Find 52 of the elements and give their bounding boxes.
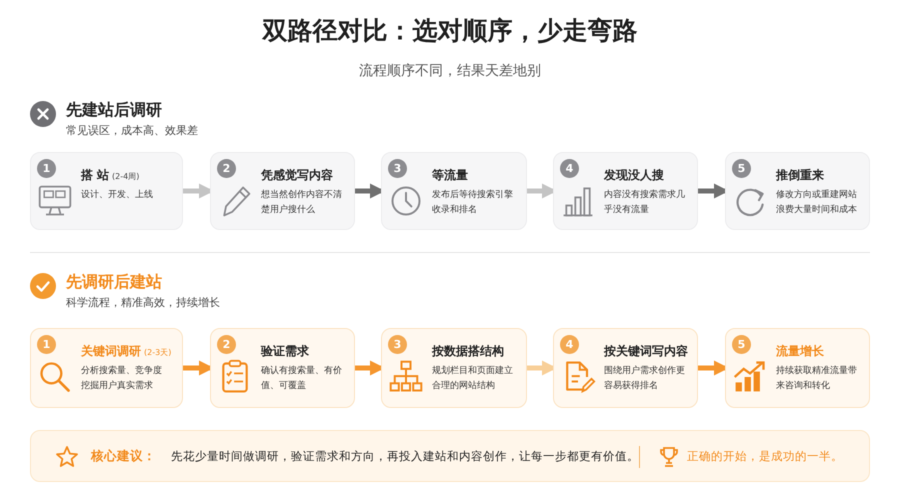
step-title: 发现没人搜 — [604, 167, 664, 184]
step-number: 2 — [217, 159, 236, 178]
step-number: 3 — [388, 335, 407, 354]
step-description: 围绕用户需求创作更容易获得排名 — [604, 364, 686, 394]
step-title: 推倒重来 — [776, 167, 824, 184]
step-title: 搭 站 — [81, 167, 110, 184]
advice-banner — [30, 430, 870, 482]
step-number: 1 — [37, 335, 56, 354]
step-title: 流量增长 — [776, 343, 824, 360]
step-card — [725, 328, 870, 408]
step-description: 规划栏目和页面建立合理的网站结构 — [432, 364, 514, 394]
step-description: 发布后等待搜索引擎收录和排名 — [432, 188, 514, 218]
step-description: 分析搜索量、竞争度挖掘用户真实需求 — [81, 364, 163, 394]
step-card — [381, 152, 527, 230]
step-title: 验证需求 — [261, 343, 309, 360]
duration-label: (2-4周) — [112, 171, 140, 182]
step-number: 4 — [560, 159, 579, 178]
step-title: 关键词调研 — [81, 343, 141, 360]
advice-text: 先花少量时间做调研，验证需求和方向，再投入建站和内容创作，让每一步都更有价值。 — [171, 449, 639, 464]
section-subtitle: 科学流程，精准高效，持续增长 — [66, 295, 220, 310]
advice-heading: 核心建议： — [91, 448, 156, 465]
section-heading: 先建站后调研 — [66, 100, 162, 121]
step-description: 内容没有搜索需求几乎没有流量 — [604, 188, 686, 218]
step-number: 5 — [732, 335, 751, 354]
step-card — [725, 152, 870, 230]
step-title: 按数据搭结构 — [432, 343, 504, 360]
step-card — [210, 328, 355, 408]
step-title: 按关键词写内容 — [604, 343, 688, 360]
step-number: 3 — [388, 159, 407, 178]
section-heading: 先调研后建站 — [66, 272, 162, 293]
step-card — [30, 328, 183, 408]
step-number: 1 — [37, 159, 56, 178]
step-description: 持续获取精准流量带来咨询和转化 — [776, 364, 858, 394]
step-card — [381, 328, 527, 408]
step-number: 2 — [217, 335, 236, 354]
advice-slogan: 正确的开始，是成功的一半。 — [687, 449, 843, 464]
title: 双路径对比：选对顺序，少走弯路 — [261, 15, 638, 47]
subtitle: 流程顺序不同，结果天差地别 — [358, 62, 542, 80]
step-description: 设计、开发、上线 — [81, 188, 154, 202]
step-title: 等流量 — [432, 167, 468, 184]
step-card — [553, 328, 698, 408]
step-description: 确认有搜索量、有价值、可覆盖 — [261, 364, 343, 394]
step-title: 凭感觉写内容 — [261, 167, 333, 184]
step-number: 5 — [732, 159, 751, 178]
step-card — [30, 152, 183, 230]
step-description: 想当然创作内容不清楚用户搜什么 — [261, 188, 343, 218]
step-number: 4 — [560, 335, 579, 354]
section-subtitle: 常见误区，成本高、效果差 — [66, 123, 198, 138]
step-description: 修改方向或重建网站浪费大量时间和成本 — [776, 188, 858, 218]
duration-label: (2-3天) — [144, 347, 172, 358]
step-card — [210, 152, 355, 230]
step-card — [553, 152, 698, 230]
